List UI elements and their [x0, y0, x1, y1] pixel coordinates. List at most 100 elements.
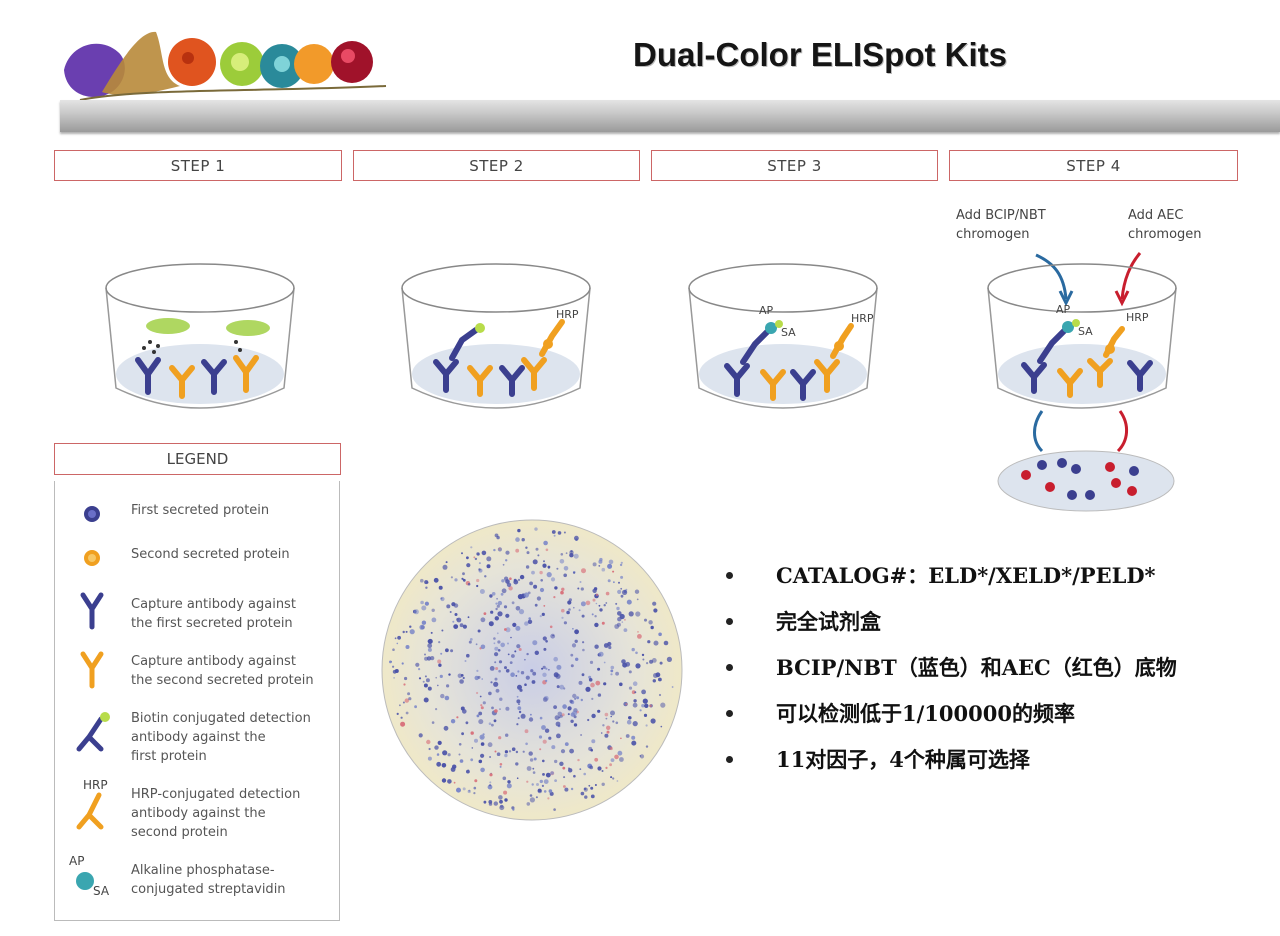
well-spot: [438, 585, 443, 590]
step-3-header: STEP 3: [651, 150, 938, 181]
well-spot: [550, 771, 554, 775]
well-spot: [450, 576, 453, 579]
well-spot: [556, 664, 562, 670]
well-spot: [545, 548, 549, 552]
well-spot: [590, 794, 595, 799]
well-spot: [594, 622, 599, 628]
well-spot: [467, 616, 470, 619]
well-spot: [622, 589, 628, 595]
well-spot: [642, 658, 645, 661]
well-spot: [475, 643, 478, 646]
well-spot: [415, 662, 420, 667]
well-spot: [435, 708, 438, 711]
well-spot: [437, 740, 442, 745]
well-spot: [392, 665, 395, 668]
well-spot: [405, 711, 409, 715]
well-spot: [400, 716, 403, 719]
legend-text: second protein: [131, 825, 228, 840]
well-spot: [598, 565, 601, 567]
well-spot: [442, 564, 448, 570]
well-spot: [587, 718, 590, 722]
step-1-header: STEP 1: [54, 150, 342, 181]
well-spot: [528, 617, 531, 620]
well-spot: [462, 676, 465, 680]
well-spot: [545, 772, 551, 778]
well-spot: [617, 589, 622, 594]
well-spot: [539, 615, 542, 618]
well-spot: [491, 706, 494, 710]
well-spot: [521, 538, 525, 542]
well-spot: [563, 621, 567, 625]
well-spot: [610, 776, 613, 779]
well-spot: [530, 713, 532, 716]
well-spot: [635, 651, 638, 655]
well-spot: [633, 699, 637, 703]
well-spot: [553, 656, 558, 662]
well-spot: [655, 672, 661, 678]
well-spot: [454, 613, 458, 616]
well-spot: [526, 780, 529, 783]
well-spot: [507, 653, 510, 656]
well-spot: [427, 643, 433, 649]
well-spot: [505, 733, 509, 737]
well-spot: [591, 697, 594, 700]
well-spot: [578, 609, 581, 612]
well-spot: [495, 688, 500, 693]
well-spot: [557, 531, 562, 535]
legend-text: Biotin conjugated detection: [131, 711, 311, 726]
feature-text: 完全试剂盒: [776, 609, 881, 634]
well-spot: [543, 605, 546, 607]
bcip-nbt-line-1: Add BCIP/NBT: [956, 208, 1046, 223]
well-spot: [509, 661, 513, 664]
feature-text: 11对因子，4个种属可选择: [776, 747, 1030, 772]
well-spot: [583, 772, 586, 776]
well-spot: [506, 582, 512, 587]
well-spot: [559, 559, 565, 564]
well-spot: [500, 804, 504, 808]
well-spot: [479, 695, 482, 698]
well-spot: [625, 734, 630, 738]
well-spot: [500, 642, 505, 648]
well-spot: [628, 611, 634, 617]
well-spot: [453, 781, 456, 784]
well-spot: [447, 779, 452, 784]
well-spot: [589, 765, 594, 770]
well-spot: [534, 650, 539, 655]
well-spot: [648, 620, 653, 625]
well-spot: [442, 750, 448, 756]
well-spot: [529, 758, 534, 762]
well-spot: [507, 642, 509, 645]
well-spot: [553, 596, 556, 599]
well-spot: [515, 750, 519, 754]
well-spot: [405, 630, 408, 633]
well-spot: [597, 709, 601, 713]
well-spot: [592, 598, 596, 602]
well-spot: [588, 678, 593, 682]
well-spot: [642, 698, 648, 704]
well-spot: [623, 618, 626, 621]
hrp-antibody-icon: HRP: [76, 778, 108, 830]
bullet-dot-icon: [726, 618, 733, 625]
well-spot: [476, 714, 480, 718]
well-spot: [501, 588, 507, 594]
well-spot: [619, 757, 624, 762]
well-spot: [424, 656, 429, 661]
well-spot: [408, 697, 412, 701]
well-spot: [550, 633, 556, 639]
well-spot: [601, 567, 606, 572]
well-spot: [502, 563, 505, 566]
well-spot: [499, 799, 503, 804]
well-spot: [543, 779, 549, 784]
well-spot: [423, 683, 428, 688]
well-spot: [542, 773, 545, 776]
well-spot: [572, 628, 574, 630]
well-spot: [560, 749, 566, 754]
well-spot: [511, 601, 515, 605]
legend-text: HRP-conjugated detection: [131, 787, 301, 802]
well-spot: [550, 577, 556, 582]
well-spot: [564, 742, 569, 746]
well-spot: [580, 587, 584, 591]
well-spot: [500, 592, 504, 596]
well-spot: [505, 613, 510, 618]
well-spot: [465, 721, 469, 725]
